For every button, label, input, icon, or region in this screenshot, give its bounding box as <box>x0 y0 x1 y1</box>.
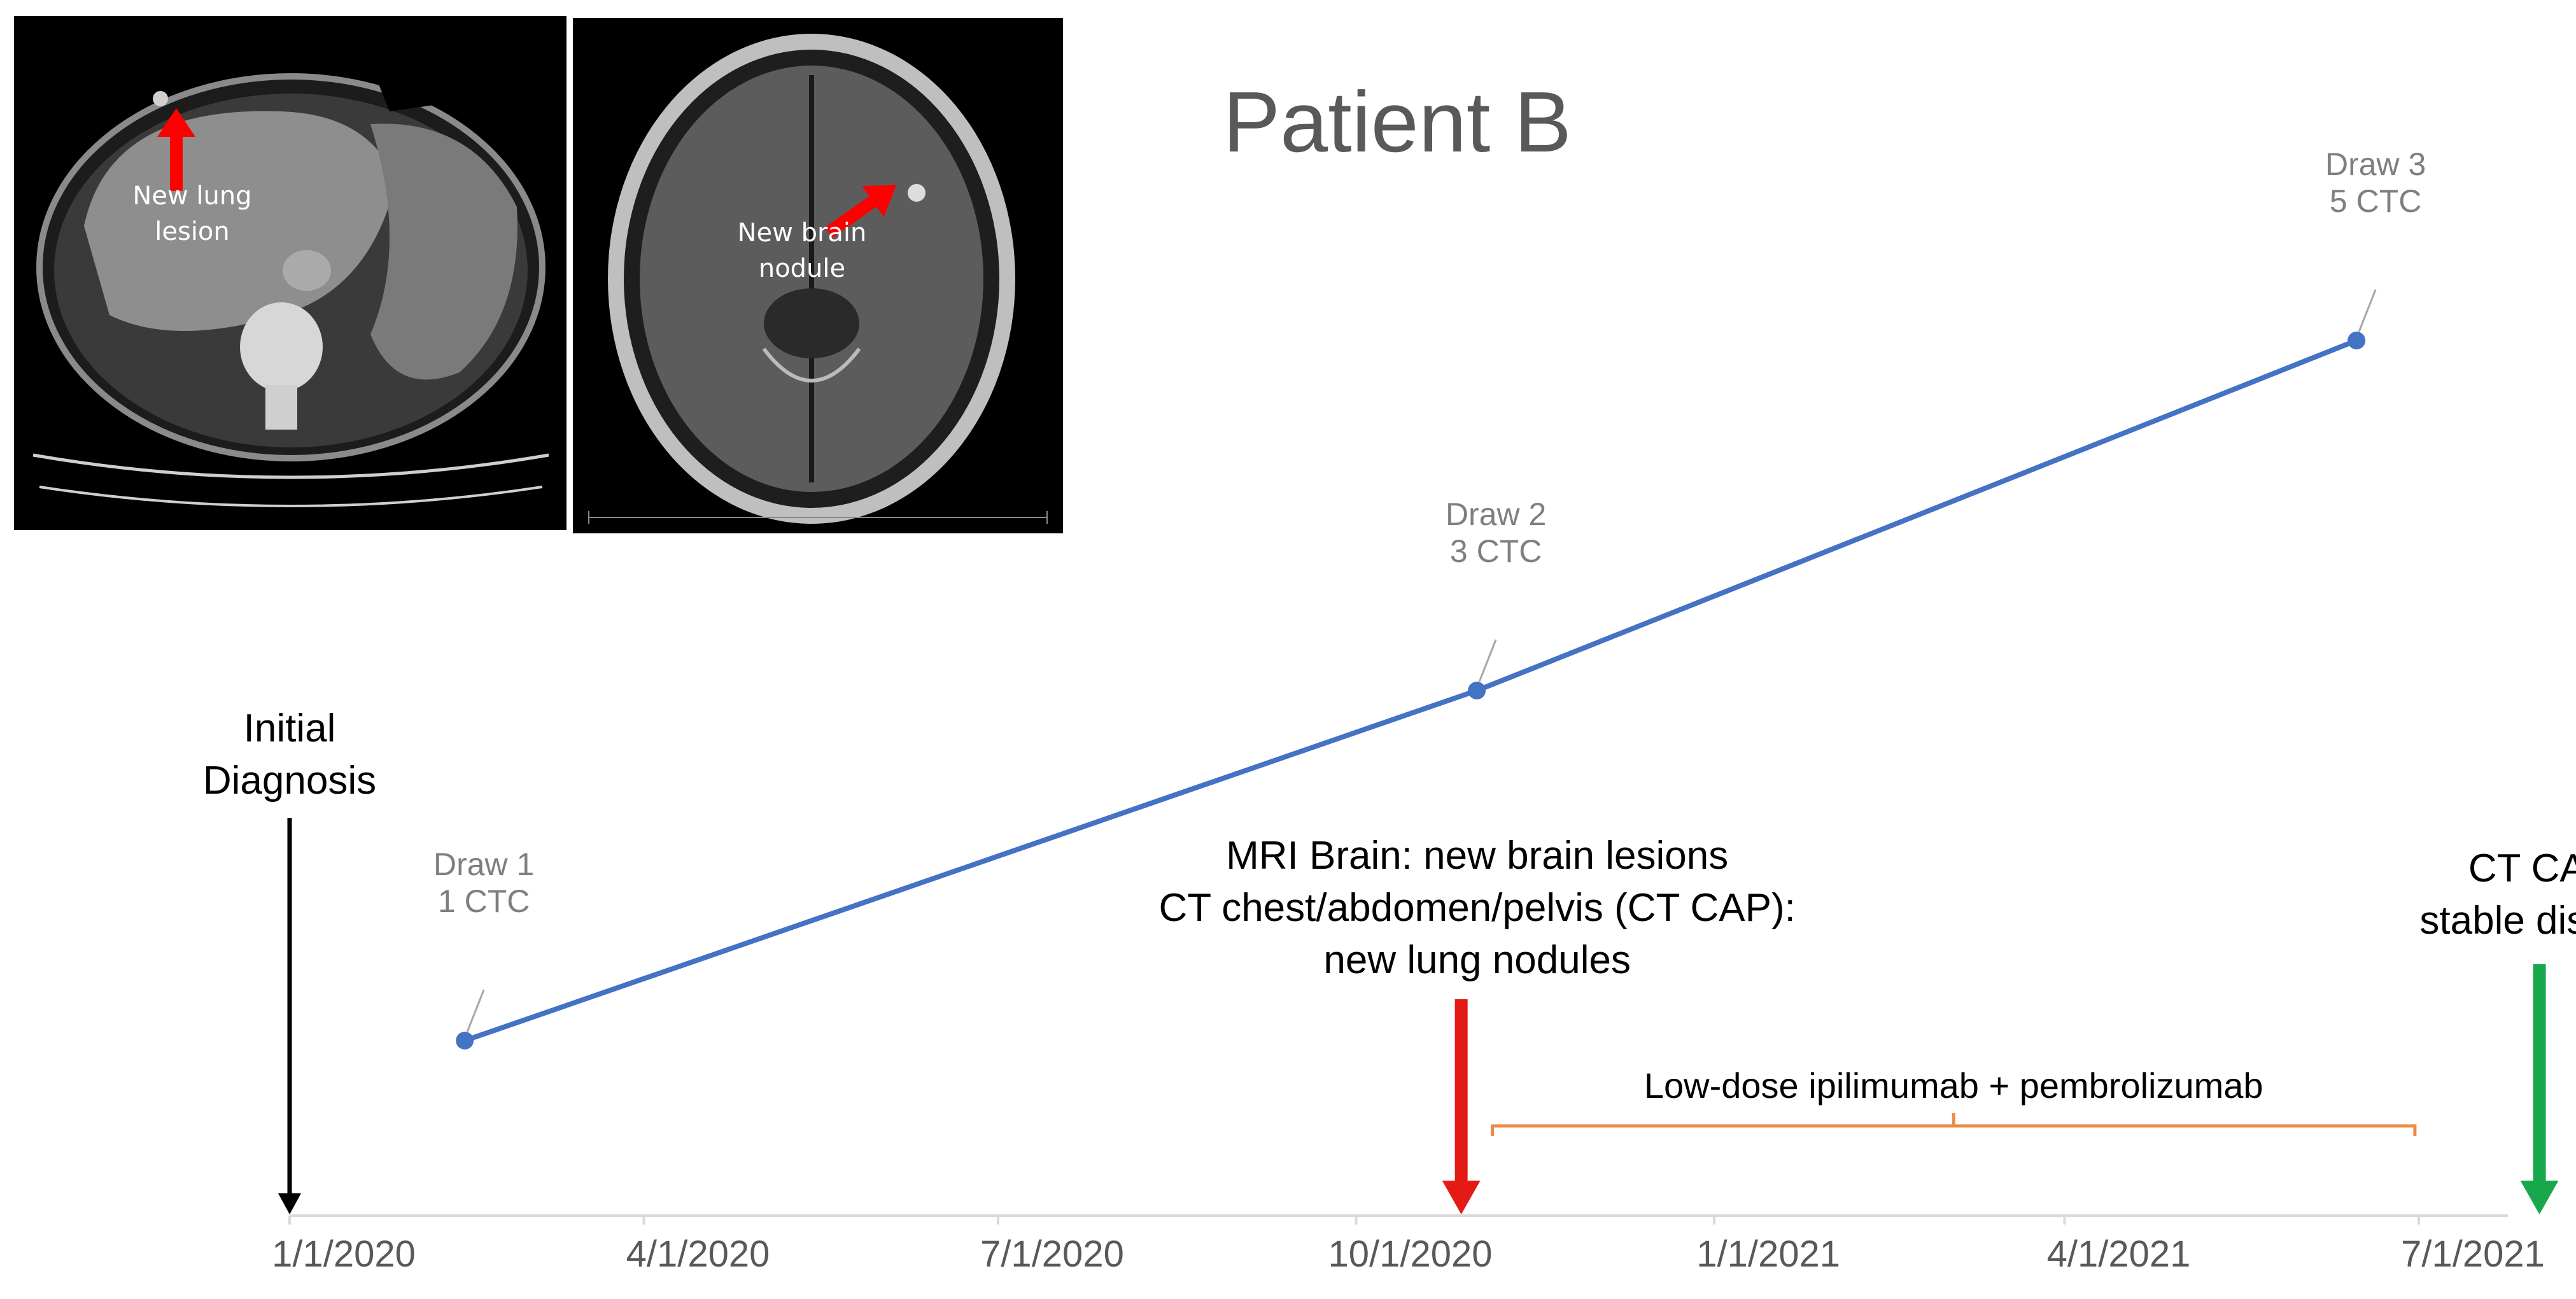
x-tick-label: 4/1/2020 <box>626 1233 770 1275</box>
mri-image-label: New brain nodule <box>719 215 885 286</box>
x-axis: 1/1/2020 4/1/2020 7/1/2020 10/1/2020 1/1/202… <box>272 1214 2545 1275</box>
event-label-line: CT CAP: <box>2468 846 2576 890</box>
x-tick-label: 1/1/2021 <box>1696 1233 1840 1275</box>
x-tick-label: 4/1/2021 <box>2047 1233 2191 1275</box>
mri-scan-image: New brain nodule <box>573 18 1063 533</box>
data-point <box>456 1032 474 1050</box>
event-label-line: Initial <box>244 706 336 750</box>
data-label-line: 3 CTC <box>1450 533 1542 569</box>
data-label-line: Draw 1 <box>433 846 534 882</box>
mri-scan-drawing <box>588 34 1048 524</box>
label-line: lesion <box>155 217 230 246</box>
ctc-line <box>463 338 2358 1043</box>
x-tick-label: 7/1/2021 <box>2401 1233 2545 1275</box>
event-label-line: stable disease <box>2419 899 2576 943</box>
data-label-leader <box>2358 289 2377 332</box>
event-label-line: new lung nodules <box>1323 938 1631 982</box>
treatment-label: Low-dose ipilimumab + pembrolizumab <box>1644 1065 2263 1106</box>
event-label-line: CT chest/abdomen/pelvis (CT CAP): <box>1158 886 1795 930</box>
event-arrow-head <box>2520 1181 2559 1214</box>
x-tick-label: 7/1/2020 <box>980 1233 1124 1275</box>
event-arrow-head <box>278 1193 301 1214</box>
event-arrow-head <box>1442 1181 1481 1214</box>
ct-scan-image: New lung lesion <box>14 16 567 530</box>
data-point <box>1468 682 1486 699</box>
x-tick-label: 10/1/2020 <box>1328 1233 1493 1275</box>
data-label-line: Draw 3 <box>2325 146 2426 182</box>
data-label-leader <box>1478 639 1497 682</box>
treatment-bracket: Low-dose ipilimumab + pembrolizumab <box>1491 1065 2417 1136</box>
event-label: CT CAP: stable disease <box>2419 846 2576 943</box>
event-label: MRI Brain: new brain lesions CT chest/abd… <box>1158 834 1795 982</box>
label-line: New brain <box>737 218 867 248</box>
treatment-bracket-line <box>1491 1113 2417 1136</box>
ct-image-label: New lung lesion <box>109 178 275 249</box>
label-line: New lung <box>132 181 252 211</box>
data-label-line: Draw 2 <box>1446 496 1546 532</box>
data-label-line: 1 CTC <box>438 883 530 919</box>
red-arrow-icon <box>157 108 195 191</box>
event-label-line: MRI Brain: new brain lesions <box>1226 834 1728 878</box>
red-arrow-icon <box>825 185 897 237</box>
data-label-line: 5 CTC <box>2330 183 2421 219</box>
data-label-leader <box>466 989 485 1032</box>
data-point <box>2347 332 2366 349</box>
label-line: nodule <box>758 254 846 283</box>
x-tick-label: 1/1/2020 <box>272 1233 416 1275</box>
chart-title: Patient B <box>1223 74 1572 170</box>
event-label-line: Diagnosis <box>203 759 376 803</box>
